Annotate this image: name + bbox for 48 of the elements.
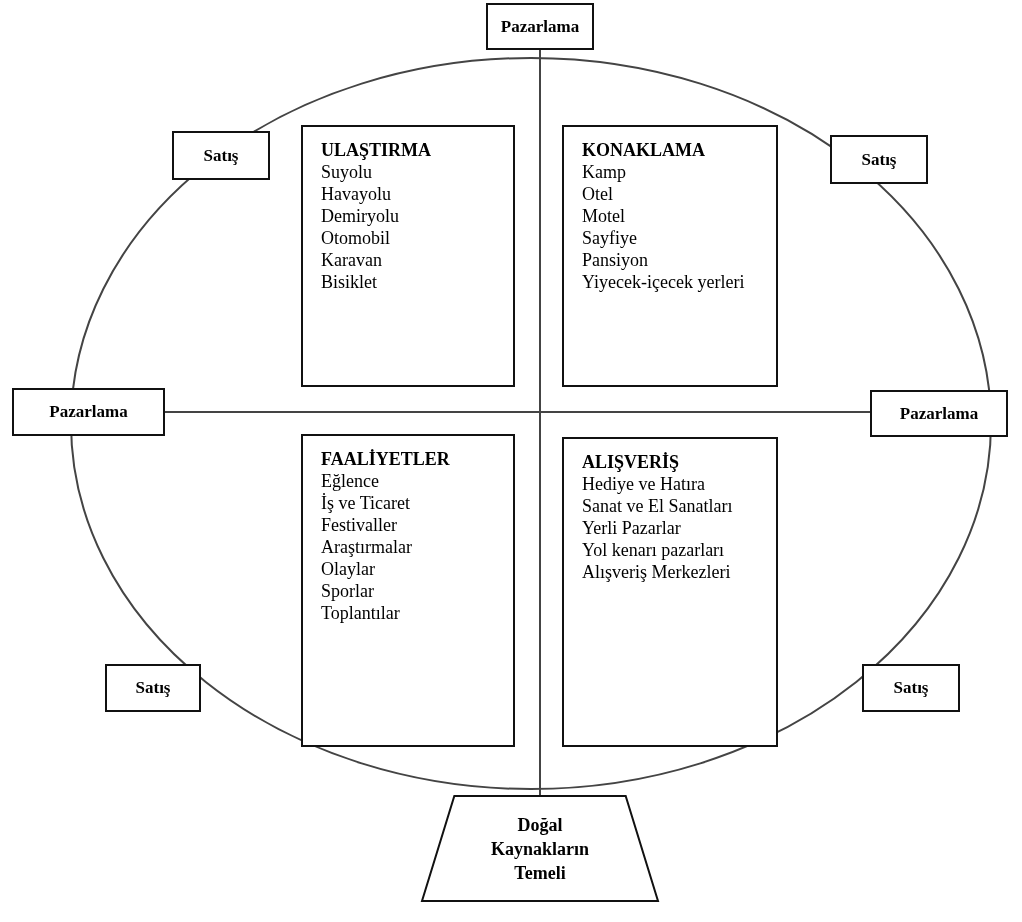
box-heading: ALIŞVERİŞ <box>582 451 681 473</box>
list-item: Yol kenarı pazarları <box>582 539 726 561</box>
list-item: Bisiklet <box>321 271 378 293</box>
list-item: Festivaller <box>321 514 398 536</box>
list-item: Sayfiye <box>582 227 638 249</box>
box-heading: KONAKLAMA <box>582 139 706 161</box>
list-item: Kamp <box>582 161 627 183</box>
box-heading: FAALİYETLER <box>321 448 451 470</box>
label-box <box>862 664 960 712</box>
label-box <box>830 135 928 184</box>
category-box <box>301 434 515 747</box>
list-item: Olaylar <box>321 558 376 580</box>
list-item: Demiryolu <box>321 205 400 227</box>
list-item: Toplantılar <box>321 602 401 624</box>
list-item: Araştırmalar <box>321 536 413 558</box>
connector-line <box>539 49 541 796</box>
list-item: Karavan <box>321 249 383 271</box>
label-box <box>486 3 594 50</box>
list-item: Havayolu <box>321 183 392 205</box>
label-box <box>105 664 201 712</box>
list-item: Hediye ve Hatıra <box>582 473 706 495</box>
label-box <box>12 388 165 436</box>
box-label: Satış <box>893 678 929 698</box>
connector-line <box>164 411 871 413</box>
list-item: Sporlar <box>321 580 375 602</box>
category-box <box>301 125 515 387</box>
box-label: Pazarlama <box>500 16 580 37</box>
list-item: Motel <box>582 205 626 227</box>
list-item: Pansiyon <box>582 249 649 271</box>
box-label: Satış <box>861 149 897 170</box>
list-item: Suyolu <box>321 161 373 183</box>
list-item: Yiyecek-içecek yerleri <box>582 271 746 293</box>
list-item: Yerli Pazarlar <box>582 517 682 539</box>
list-item: Otomobil <box>321 227 391 249</box>
box-label: Satış <box>203 145 239 166</box>
list-item: Eğlence <box>321 470 380 492</box>
box-label: Pazarlama <box>49 402 128 422</box>
list-item: Otel <box>582 183 614 205</box>
box-label: Pazarlama <box>899 403 979 424</box>
box-label: Satış <box>135 678 171 698</box>
box-heading: ULAŞTIRMA <box>321 139 432 161</box>
list-item: İş ve Ticaret <box>321 492 411 514</box>
list-item: Sanat ve El Sanatları <box>582 495 734 517</box>
category-box <box>562 437 778 747</box>
shape-label: Doğal Kaynakların Temeli <box>490 813 590 885</box>
category-box <box>562 125 778 387</box>
label-box <box>870 390 1008 437</box>
list-item: Alışveriş Merkezleri <box>582 561 732 583</box>
